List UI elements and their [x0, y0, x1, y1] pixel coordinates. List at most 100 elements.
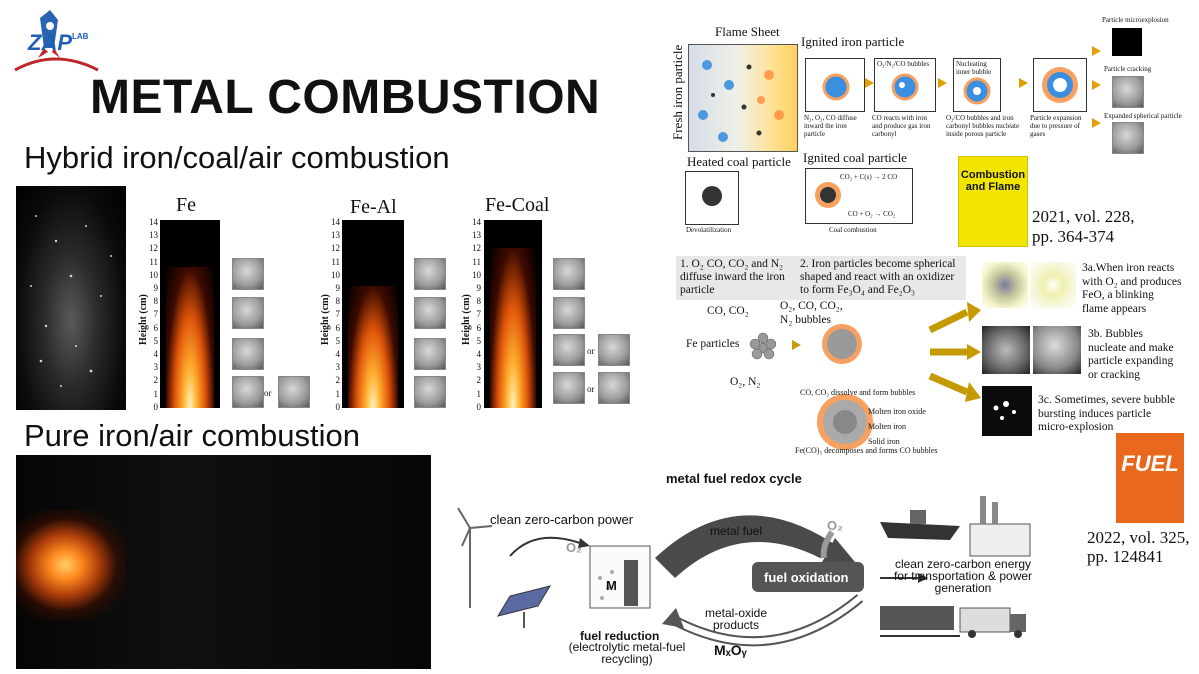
branch-arrows [928, 302, 981, 402]
logo-text: ZAP [28, 30, 72, 55]
molten-oxide-label: Molten iron oxide [868, 407, 926, 416]
or-label: or [587, 384, 595, 394]
heated-coal-label: Heated coal particle [687, 154, 791, 169]
particle-image [414, 376, 446, 408]
ignited-iron-label: Ignited iron particle [801, 34, 905, 49]
coal-eq-1: CO₂ + C(s) → 2 CO [840, 173, 898, 181]
stage-box-2-label: O₂/N₂/CO bubbles [877, 60, 930, 68]
logo-sub: LAB [72, 32, 89, 41]
crack-image [982, 326, 1030, 374]
stage-caption-3: O₂/CO bubbles and iron carbonyl bubbles … [946, 114, 1020, 138]
cycle-mxoy: MₓOᵧ [714, 642, 747, 658]
cycle-energy: clean zero-carbon energy for transportat… [893, 557, 1033, 595]
redox-cycle-diagram [457, 496, 1031, 647]
particle-image [232, 258, 264, 290]
mechanism-note-1: 1. O₂ CO, CO₂ and N₂ diffuse inward the … [676, 256, 796, 300]
micro-image [1112, 28, 1142, 56]
expanded-label: Expanded spherical particle [1104, 112, 1182, 120]
stage-box-2 [874, 58, 936, 112]
micro-label: Particle microexplosion [1102, 16, 1169, 24]
page-title: METAL COMBUSTION [90, 71, 601, 124]
coal-box-1 [685, 171, 739, 225]
fuel-oxidation-label: fuel oxidation [764, 570, 849, 585]
blink-image-1 [982, 262, 1028, 308]
section-hybrid: Hybrid iron/coal/air combustion [24, 140, 450, 175]
particle-image [278, 376, 310, 408]
stage-caption-1: N₂, O₂, CO diffuse inward the iron parti… [804, 114, 857, 138]
fe-particles-label: Fe particles [686, 338, 740, 350]
desc-3b: 3b. Bubbles nucleate and make particle e… [1088, 328, 1174, 381]
cf-ref-1: 2021, vol. 228, [1032, 207, 1135, 226]
bubbles-label: O₂, CO, CO₂, N₂ bubbles [780, 300, 843, 326]
mechanism-note-2: 2. Iron particles become spherical shape… [796, 256, 966, 300]
stage-box-1 [805, 58, 865, 112]
cycle-reduction: fuel reduction [580, 629, 660, 643]
fuel-ref-2: pp. 124841 [1087, 547, 1164, 566]
particle-image [232, 297, 264, 329]
fresh-particle-label: Fresh iron particle [670, 44, 685, 140]
particle-cross-section [810, 390, 880, 455]
particle-image [553, 297, 585, 329]
particle-image [553, 258, 585, 290]
or-label: or [264, 388, 272, 398]
molten-iron-label: Molten iron [868, 422, 906, 431]
arrow-icon [792, 340, 801, 350]
particle-image [553, 334, 585, 366]
flame-image-fe [160, 220, 220, 408]
solid-iron-label: Solid iron [868, 437, 900, 446]
spherical-particle [820, 322, 864, 371]
coal-combustion-label: Coal combustion [829, 226, 877, 234]
stage-box-4 [1033, 58, 1087, 112]
cf-ref-2: pp. 364-374 [1032, 227, 1115, 246]
burner-flame-glow [16, 510, 126, 620]
particle-image [553, 372, 585, 404]
zap-lab-logo: ZAP LAB [10, 8, 100, 74]
cycle-o2-right: O₂ [827, 518, 843, 533]
particle-image [414, 258, 446, 290]
desc-3c: 3c. Sometimes, severe bubble bursting in… [1038, 394, 1176, 433]
particle-image [414, 338, 446, 370]
section-pure: Pure iron/air combustion [24, 418, 360, 453]
cracking-image [1112, 76, 1144, 108]
blink-image-2 [1030, 262, 1076, 308]
arrow-icon [1092, 118, 1101, 128]
fecarbonyl-label: Fe(CO)₅ decomposes and forms CO bubbles [795, 446, 938, 455]
particle-image [232, 338, 264, 370]
flame-label-fe: Fe [176, 194, 196, 216]
spark-photo [16, 186, 126, 410]
fe-particle-cluster [745, 330, 781, 371]
ignited-coal-label: Ignited coal particle [803, 150, 907, 165]
particle-image [598, 334, 630, 366]
dissolve-label: CO, CO₂ dissolve and form bubbles [800, 388, 916, 397]
cycle-metal-fuel: metal fuel [710, 524, 763, 538]
fuel-ref-1: 2022, vol. 325, [1087, 528, 1190, 547]
arrow-icon [1092, 80, 1101, 90]
flame-image-feal [342, 220, 404, 408]
cycle-m-cell: M [606, 578, 617, 593]
flame-label-feal: Fe-Al [350, 196, 397, 218]
combustion-flame-cover: Combustion and Flame [958, 156, 1028, 247]
coal-box-2 [805, 168, 913, 224]
cracking-label: Particle cracking [1104, 65, 1152, 73]
stage-caption-4: Particle expansion due to pressure of ga… [1030, 114, 1082, 138]
stage-box-3 [953, 58, 1001, 112]
flame-sheet-panel [688, 44, 798, 152]
arrow-icon [865, 78, 874, 88]
stage-caption-2: CO reacts with iron and produce gas iron… [872, 114, 931, 138]
cycle-products: metal-oxide products [704, 606, 768, 632]
cycle-o2-left: O₂ [566, 540, 582, 555]
particle-image [598, 372, 630, 404]
or-label: or [587, 346, 595, 356]
fuel-cover-title: FUEL [1121, 451, 1179, 476]
flame-sheet-label: Flame Sheet [715, 24, 780, 39]
particle-image [414, 297, 446, 329]
arrow-icon [1019, 78, 1028, 88]
cycle-title: metal fuel redox cycle [666, 471, 802, 486]
cycle-reduction-sub: (electrolytic metal-fuel recycling) [568, 640, 686, 666]
coal-eq-2: CO + O₂ → CO₂ [848, 210, 896, 218]
arrow-icon [1092, 46, 1101, 56]
cf-cover-title: Combustion and Flame [960, 169, 1026, 193]
